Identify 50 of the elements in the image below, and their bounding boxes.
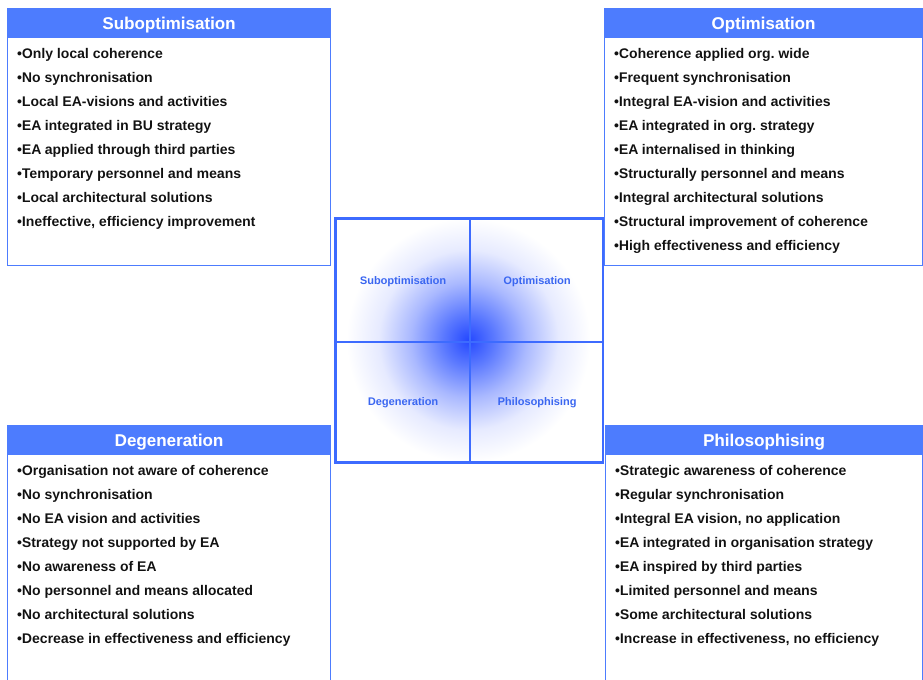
list-item: •Ineffective, efficiency improvement	[17, 212, 256, 230]
quadrant-label: Suboptimisation	[360, 274, 446, 286]
list-item: •EA applied through third parties	[17, 140, 236, 158]
list-item: •Integral EA vision, no application	[615, 509, 842, 527]
quadrant-label: Philosophising	[498, 396, 576, 408]
list-item: •No personnel and means allocated	[17, 581, 254, 599]
list-item: •No EA vision and activities	[17, 509, 202, 527]
list-item: •Temporary personnel and means	[17, 164, 242, 182]
list-item: •Regular synchronisation	[615, 485, 786, 503]
list-item: •Limited personnel and means	[615, 581, 819, 599]
card-header: Philosophising	[606, 426, 922, 455]
list-item: •Integral EA-vision and activities	[614, 92, 832, 110]
list-item: •Frequent synchronisation	[614, 68, 792, 86]
list-item: •Structurally personnel and means	[614, 164, 846, 182]
list-item: •Strategy not supported by EA	[17, 533, 220, 551]
list-item: •Increase in effectiveness, no efficiency	[615, 629, 880, 647]
card-header: Degeneration	[8, 426, 330, 455]
list-item: •Strategic awareness of coherence	[615, 461, 848, 479]
list-card	[7, 8, 331, 266]
quadrant-cell	[336, 342, 470, 462]
quadrant-cell	[336, 219, 470, 342]
quadrant-grid	[334, 217, 604, 464]
list-item: •Only local coherence	[17, 44, 164, 62]
card-header: Suboptimisation	[8, 9, 330, 38]
list-item: •EA inspired by third parties	[615, 557, 804, 575]
quadrant-cell	[470, 219, 604, 342]
list-item: •Coherence applied org. wide	[614, 44, 810, 62]
list-item: •Local EA-visions and activities	[17, 92, 228, 110]
list-card	[605, 425, 923, 680]
list-item: •Some architectural solutions	[615, 605, 814, 623]
list-item: •Local architectural solutions	[17, 188, 214, 206]
list-item: •High effectiveness and efficiency	[614, 236, 841, 254]
list-item: •No awareness of EA	[17, 557, 158, 575]
list-item: •Integral architectural solutions	[614, 188, 825, 206]
quadrant-cell	[470, 342, 604, 462]
quadrant-label: Optimisation	[503, 274, 571, 286]
list-item: •No synchronisation	[17, 485, 154, 503]
list-item: •Organisation not aware of coherence	[17, 461, 270, 479]
list-item: •EA integrated in BU strategy	[17, 116, 212, 134]
list-item: •No architectural solutions	[17, 605, 196, 623]
list-card	[604, 8, 923, 266]
quadrant-label: Degeneration	[368, 396, 438, 408]
list-item: •EA internalised in thinking	[614, 140, 796, 158]
list-item: •Decrease in effectiveness and efficiency	[17, 629, 292, 647]
card-header: Optimisation	[605, 9, 922, 38]
list-item: •EA integrated in org. strategy	[614, 116, 816, 134]
list-item: •EA integrated in organisation strategy	[615, 533, 874, 551]
list-item: •Structural improvement of coherence	[614, 212, 869, 230]
list-item: •No synchronisation	[17, 68, 154, 86]
list-card	[7, 425, 331, 680]
